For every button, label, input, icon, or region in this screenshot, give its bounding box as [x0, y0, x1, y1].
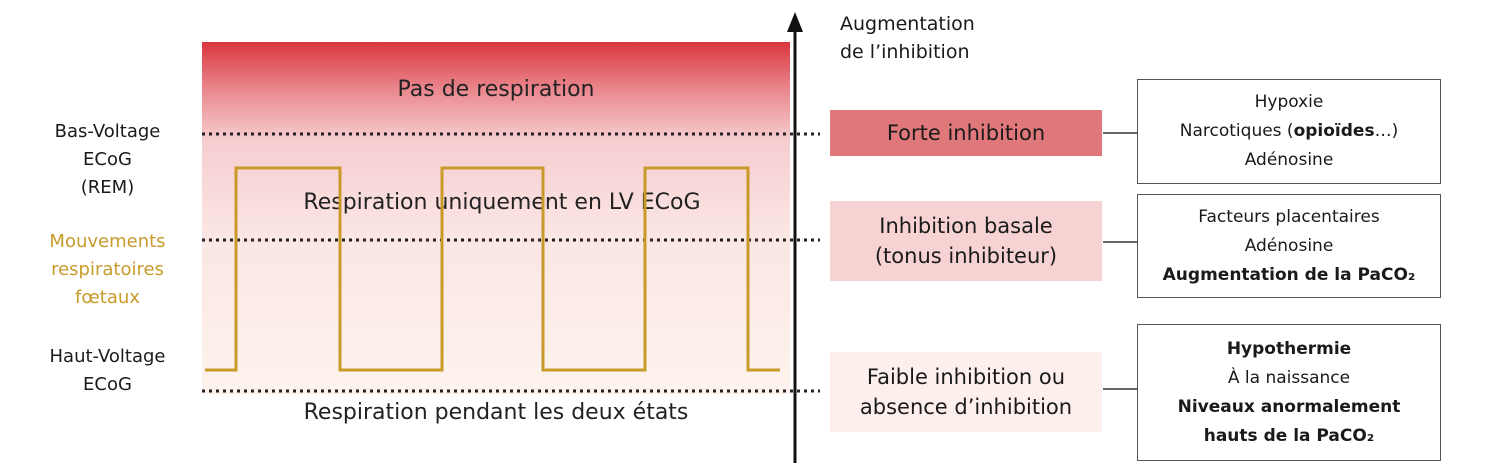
- narcotics-line: Narcotiques (opioïdes…): [1179, 121, 1399, 141]
- factors-box-basal: Facteurs placentaires Adénosine Augmenta…: [1137, 194, 1441, 298]
- fetal-breathing-movements-label: Mouvements respiratoires fœtaux: [49, 231, 166, 308]
- factors-box-strong: Hypoxie Narcotiques (opioïdes…) Adénosin…: [1137, 79, 1441, 184]
- fetal-breathing-square-wave: [205, 166, 780, 372]
- factors-box-low: Hypothermie À la naissance Niveaux anorm…: [1137, 324, 1441, 461]
- low-voltage-ecog-label: Bas-Voltage ECoG (REM): [54, 121, 161, 198]
- axis-label: Augmentation de l’inhibition: [840, 10, 975, 66]
- high-voltage-ecog-label: Haut-Voltage ECoG: [49, 346, 166, 395]
- zone-lv-breathing-label: Respiration uniquement en LV ECoG: [303, 190, 701, 215]
- inhibition-axis-arrowhead: [787, 12, 803, 32]
- axis-label-line2: de l’inhibition: [840, 41, 970, 63]
- zone-no-breathing-label: Pas de respiration: [397, 77, 595, 102]
- level-low-inhibition: Faible inhibition ou absence d’inhibitio…: [830, 352, 1102, 432]
- inhibition-gradient-panel: [202, 42, 790, 394]
- zone-both-states-label: Respiration pendant les deux états: [303, 400, 689, 425]
- level-basal-inhibition: Inhibition basale (tonus inhibiteur): [830, 201, 1102, 281]
- level-strong-inhibition: Forte inhibition: [830, 110, 1102, 156]
- axis-label-line1: Augmentation: [840, 13, 975, 35]
